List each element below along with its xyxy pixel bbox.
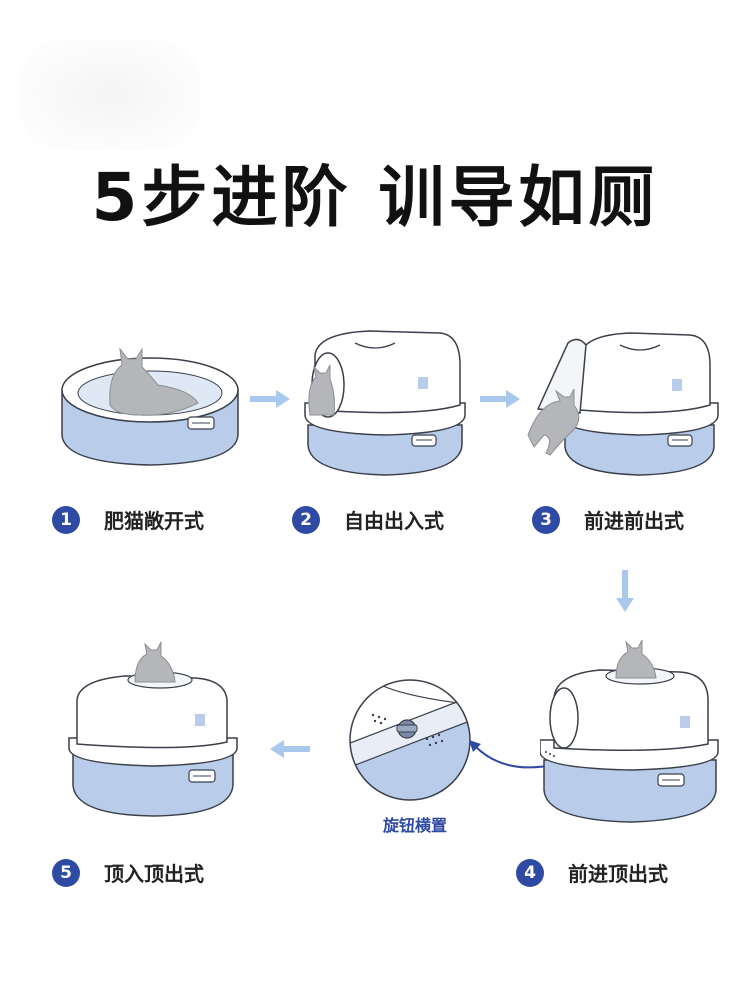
step-label: 前进前出式 — [584, 505, 684, 534]
knob-horizontal-label: 旋钮横置 — [360, 812, 470, 836]
litter-box-front-entry-top-exit-illustration — [540, 640, 720, 825]
knob-detail-illustration — [345, 675, 475, 805]
litter-box-top-entry-illustration — [65, 640, 240, 820]
step-label: 前进顶出式 — [568, 858, 668, 887]
litter-box-open-illustration — [50, 335, 250, 470]
step-1: 1 肥猫敞开式 — [52, 505, 204, 534]
litter-box-front-door-illustration — [520, 325, 720, 480]
arrow-down-icon — [616, 570, 634, 612]
blurred-brand-logo — [20, 40, 200, 150]
step-number-badge: 5 — [52, 859, 80, 887]
step-number-badge: 3 — [532, 506, 560, 534]
step-number-badge: 2 — [292, 506, 320, 534]
step-label: 自由出入式 — [344, 505, 444, 534]
step-label: 顶入顶出式 — [104, 858, 204, 887]
arrow-right-icon — [480, 390, 520, 408]
arrow-left-icon — [270, 740, 310, 758]
step-5: 5 顶入顶出式 — [52, 858, 204, 887]
step-3: 3 前进前出式 — [532, 505, 684, 534]
step-number-badge: 1 — [52, 506, 80, 534]
litter-box-free-entry-illustration — [300, 325, 470, 480]
step-label: 肥猫敞开式 — [104, 505, 204, 534]
step-2: 2 自由出入式 — [292, 505, 444, 534]
step-4: 4 前进顶出式 — [516, 858, 668, 887]
step-number-badge: 4 — [516, 859, 544, 887]
arrow-right-icon — [250, 390, 290, 408]
page-title: 5步进阶 训导如厕 — [0, 158, 750, 238]
